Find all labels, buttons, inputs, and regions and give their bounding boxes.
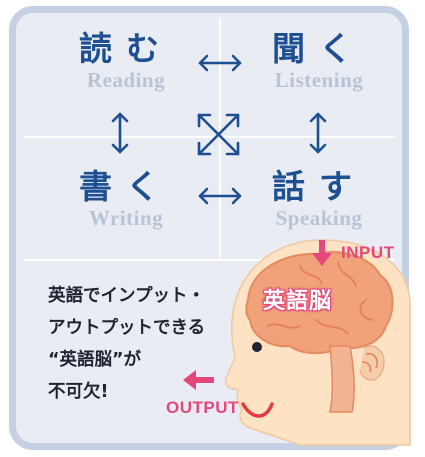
skill-writing: 書く Writing bbox=[66, 167, 186, 231]
brain-stem bbox=[329, 345, 355, 413]
output-label: OUTPUT bbox=[166, 398, 239, 417]
four-way-diagonal-arrow-icon bbox=[197, 113, 240, 156]
output-arrow-icon bbox=[183, 370, 214, 390]
smile-mouth bbox=[241, 402, 274, 418]
skill-listening-jp: 聞く bbox=[272, 29, 366, 68]
caption-line-1: 英語でインプット・ bbox=[48, 286, 205, 306]
grid-divider-horizontal bbox=[24, 136, 395, 138]
left-right-arrow-icon bbox=[198, 54, 242, 72]
skill-speaking-jp: 話す bbox=[272, 167, 366, 206]
brain-folds bbox=[261, 261, 373, 335]
input-label: INPUT bbox=[341, 243, 395, 262]
skill-speaking-en: Speaking bbox=[275, 206, 363, 230]
skill-listening-en: Listening bbox=[274, 68, 364, 92]
section-divider bbox=[24, 259, 395, 261]
ear-lines bbox=[361, 352, 378, 373]
skill-writing-jp: 書く bbox=[79, 167, 173, 206]
skill-reading-en: Reading bbox=[86, 68, 166, 92]
skill-reading: 読む Reading bbox=[66, 29, 186, 93]
input-arrow-icon bbox=[312, 240, 332, 266]
infographic-card bbox=[9, 6, 409, 450]
caption-line-2: アウトプットできる bbox=[48, 318, 206, 338]
grid-divider-vertical bbox=[219, 18, 221, 258]
caption-text: 英語でインプット・ アウトプットできる “英語脳”が 不可欠! bbox=[48, 280, 248, 408]
up-down-arrow-icon bbox=[309, 112, 327, 154]
skill-writing-en: Writing bbox=[88, 206, 164, 230]
caption-line-3: “英語脳”が bbox=[48, 350, 142, 370]
skill-speaking: 話す Speaking bbox=[254, 167, 384, 231]
ear-shape bbox=[359, 345, 385, 381]
skill-listening: 聞く Listening bbox=[254, 29, 384, 93]
caption-line-4: 不可欠! bbox=[48, 382, 109, 402]
left-right-arrow-icon bbox=[198, 187, 242, 205]
brain-label: 英語脳 bbox=[263, 289, 333, 314]
up-down-arrow-icon bbox=[111, 112, 129, 154]
skill-reading-jp: 読む bbox=[79, 29, 173, 68]
eye-dot bbox=[252, 342, 262, 352]
